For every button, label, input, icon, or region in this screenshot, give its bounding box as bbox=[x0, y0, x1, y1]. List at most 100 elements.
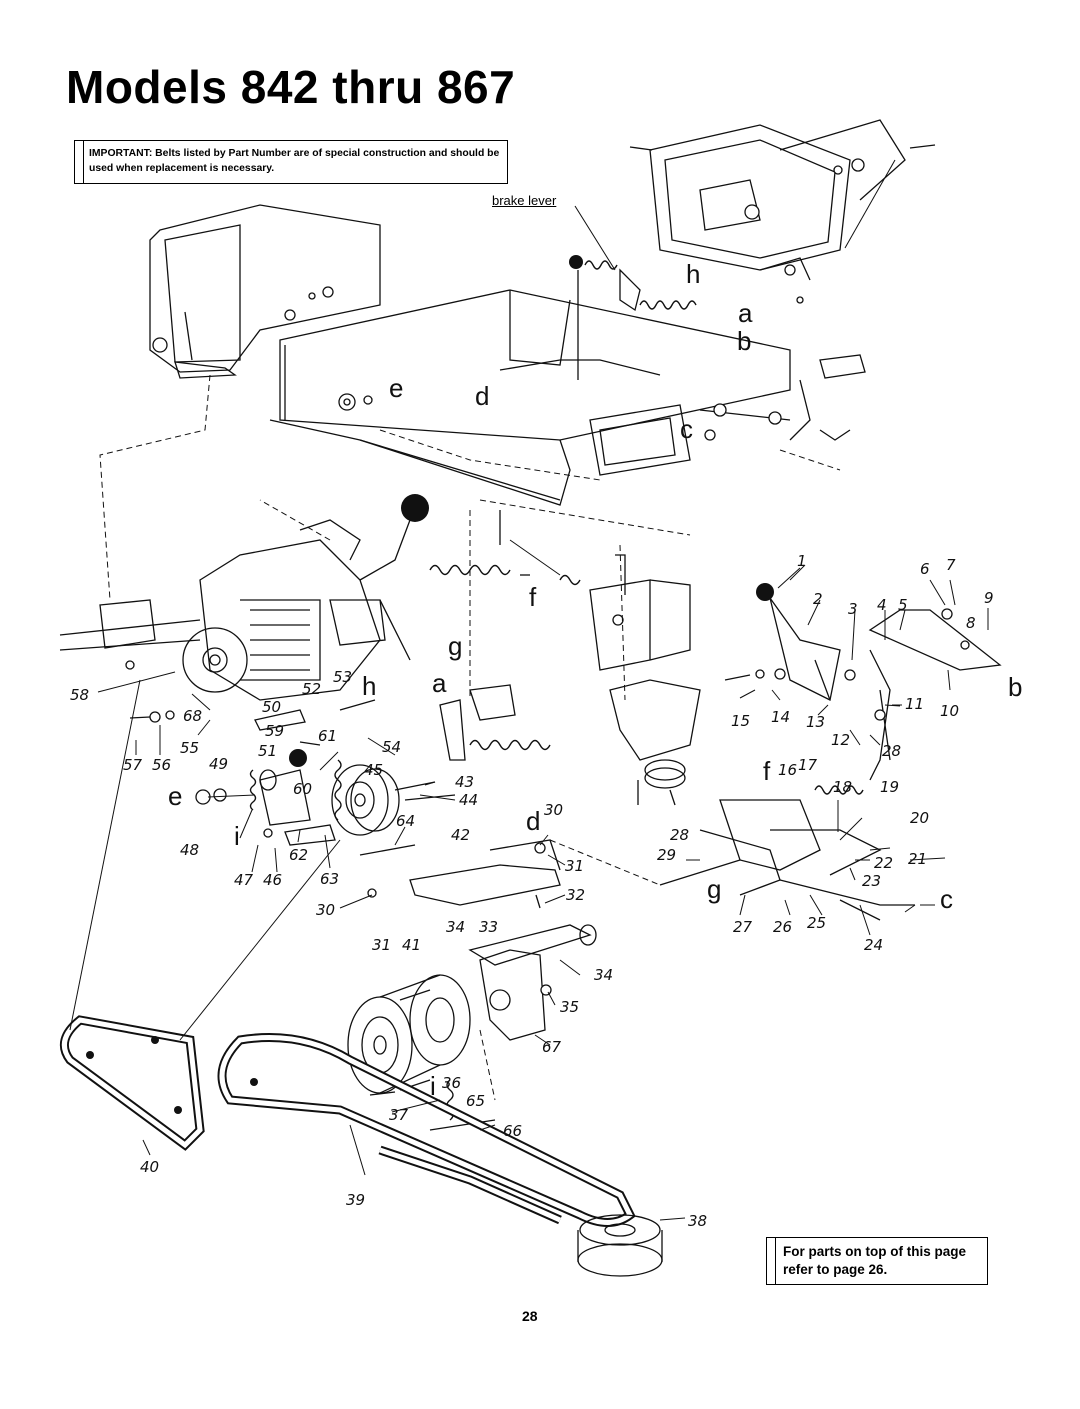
ref-letter-i-bottom: i bbox=[430, 1071, 436, 1101]
page-number: 28 bbox=[522, 1308, 538, 1324]
callout-12: 12 bbox=[831, 731, 850, 749]
ref-letter-b-top: b bbox=[737, 326, 751, 356]
callout-22: 22 bbox=[874, 854, 893, 872]
callout-35: 35 bbox=[560, 998, 579, 1016]
transaxle-assembly bbox=[59, 494, 530, 701]
ref-letter-a-top: a bbox=[738, 298, 753, 328]
drive-pulley-stack bbox=[347, 974, 496, 1131]
ref-letter-i-left: i bbox=[234, 821, 240, 851]
refer-box-bar bbox=[767, 1238, 776, 1284]
callout-64: 64 bbox=[396, 812, 415, 830]
callout-31-right: 31 bbox=[565, 857, 584, 875]
callout-49: 49 bbox=[209, 755, 228, 773]
callout-30-lower: 30 bbox=[316, 901, 335, 919]
brake-linkage bbox=[499, 205, 866, 471]
callout-56: 56 bbox=[152, 756, 171, 774]
callout-18: 18 bbox=[833, 778, 852, 796]
callout-10: 10 bbox=[940, 702, 959, 720]
ref-letter-f-right: f bbox=[763, 756, 771, 786]
callout-5: 5 bbox=[898, 596, 908, 614]
callout-52: 52 bbox=[302, 680, 321, 698]
idler-bracket-assembly bbox=[439, 510, 701, 806]
clutch-pulley-assembly bbox=[129, 699, 456, 856]
callout-7: 7 bbox=[946, 556, 956, 574]
callout-6: 6 bbox=[920, 560, 930, 578]
callout-2: 2 bbox=[813, 590, 823, 608]
callout-48: 48 bbox=[180, 841, 199, 859]
ref-letter-h-mid: h bbox=[362, 671, 376, 701]
callout-50: 50 bbox=[262, 698, 281, 716]
callout-37: 37 bbox=[389, 1106, 409, 1124]
callout-65: 65 bbox=[466, 1092, 485, 1110]
ref-letter-g-mid: g bbox=[448, 631, 462, 661]
ref-letter-a-mid: a bbox=[432, 668, 447, 698]
callout-1: 1 bbox=[797, 552, 807, 570]
callout-58: 58 bbox=[70, 686, 89, 704]
callout-23: 23 bbox=[862, 872, 881, 890]
callout-59: 59 bbox=[265, 722, 284, 740]
ref-letter-d-mid: d bbox=[526, 806, 540, 836]
callout-31-left: 31 bbox=[372, 936, 391, 954]
callout-14: 14 bbox=[771, 708, 790, 726]
callout-42: 42 bbox=[451, 826, 470, 844]
callout-28-upper: 28 bbox=[882, 742, 901, 760]
callout-67: 67 bbox=[542, 1038, 562, 1056]
callout-28-lower: 28 bbox=[670, 826, 689, 844]
callout-53: 53 bbox=[333, 668, 352, 686]
callout-8: 8 bbox=[966, 614, 976, 632]
callout-4: 4 bbox=[877, 596, 887, 614]
ref-letter-d-top: d bbox=[475, 381, 489, 411]
callout-47: 47 bbox=[234, 871, 254, 889]
callout-36: 36 bbox=[442, 1074, 461, 1092]
callout-39: 39 bbox=[346, 1191, 365, 1209]
belt-notice-text: IMPORTANT: Belts listed by Part Number a… bbox=[89, 148, 500, 174]
ref-letter-g-right: g bbox=[707, 874, 721, 904]
callout-15: 15 bbox=[731, 712, 750, 730]
ref-letter-f-mid: f bbox=[529, 582, 537, 612]
control-lever-assembly bbox=[549, 564, 1002, 921]
callout-30-upper: 30 bbox=[544, 801, 563, 819]
callout-62: 62 bbox=[289, 846, 308, 864]
ref-letter-b-right: b bbox=[1008, 672, 1022, 702]
callout-24: 24 bbox=[864, 936, 883, 954]
callout-55: 55 bbox=[180, 739, 199, 757]
clutch-bracket-assembly bbox=[367, 839, 597, 1101]
callout-27: 27 bbox=[733, 918, 753, 936]
callout-54: 54 bbox=[382, 738, 401, 756]
callout-38: 38 bbox=[688, 1212, 707, 1230]
callout-45: 45 bbox=[364, 761, 383, 779]
callout-61: 61 bbox=[318, 727, 337, 745]
callout-34-lower: 34 bbox=[594, 966, 613, 984]
callout-16: 16 bbox=[778, 761, 797, 779]
callout-33: 33 bbox=[479, 918, 498, 936]
notice-box-bar bbox=[75, 141, 84, 183]
callout-3: 3 bbox=[848, 600, 858, 618]
side-bracket-panel bbox=[99, 204, 381, 601]
ref-letter-h-top: h bbox=[686, 259, 700, 289]
brake-lever-label: brake lever bbox=[492, 193, 557, 208]
letter-reference-callouts: a a b b c c d d e e f f g g h h i i bbox=[168, 259, 1022, 1101]
callout-leaders bbox=[97, 567, 989, 1221]
page-reference-box: For parts on top of this page refer to p… bbox=[766, 1237, 988, 1285]
callout-13: 13 bbox=[806, 713, 825, 731]
belt-notice-box: IMPORTANT: Belts listed by Part Number a… bbox=[74, 140, 508, 184]
callout-68: 68 bbox=[183, 707, 202, 725]
callout-63: 63 bbox=[320, 870, 339, 888]
ref-letter-c-top: c bbox=[680, 414, 693, 444]
callout-9: 9 bbox=[984, 589, 994, 607]
callout-32: 32 bbox=[566, 886, 585, 904]
ref-letter-e-top: e bbox=[389, 373, 403, 403]
callout-60: 60 bbox=[293, 780, 312, 798]
callout-11: 11 bbox=[905, 695, 924, 713]
top-cover-assembly bbox=[629, 119, 936, 304]
callout-34-upper: 34 bbox=[446, 918, 465, 936]
ref-letter-c-bottom: c bbox=[940, 884, 953, 914]
ref-letter-e-left: e bbox=[168, 781, 182, 811]
callout-19: 19 bbox=[880, 778, 899, 796]
callout-25: 25 bbox=[807, 914, 826, 932]
drive-belts bbox=[59, 679, 663, 1277]
callout-51: 51 bbox=[258, 742, 277, 760]
callout-46: 46 bbox=[263, 871, 282, 889]
